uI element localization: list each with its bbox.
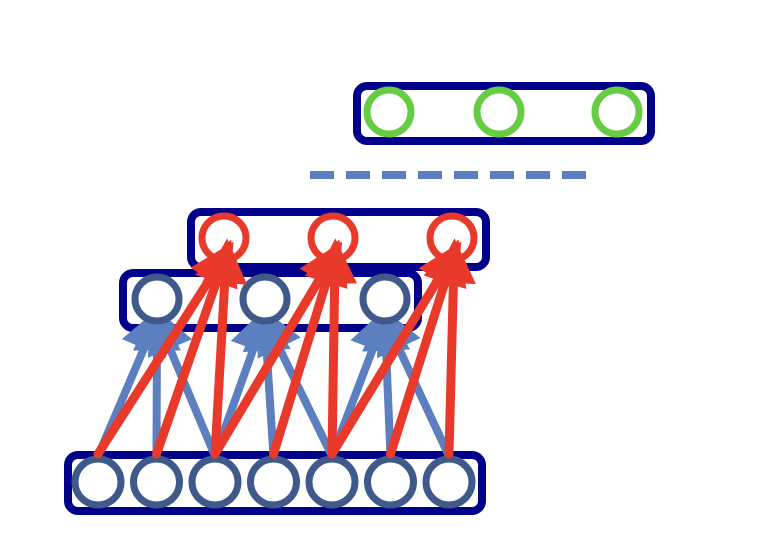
red-arrow-0-2 [202, 238, 248, 459]
red-arrow-1-2 [312, 238, 358, 459]
hidden-node-3 [359, 273, 411, 325]
input-node-1 [71, 455, 125, 509]
top-node-1 [363, 86, 415, 138]
red-arrow-1-1 [269, 239, 348, 459]
upper-node-2 [307, 212, 359, 264]
input-node-5 [305, 455, 359, 509]
red-arrow-0-1 [152, 239, 238, 459]
top-node-3 [591, 86, 643, 138]
upper-node-1 [198, 212, 250, 264]
upper-node-3 [426, 212, 478, 264]
blue-arrow-1-1 [242, 302, 291, 460]
red-arrow-2-1 [386, 239, 467, 459]
input-node-4 [247, 455, 300, 509]
red-arrow-2-2 [430, 238, 476, 459]
blue-arrow-0-1 [132, 302, 181, 460]
input-node-6 [364, 455, 417, 509]
red-arrows [93, 238, 476, 459]
input-node-7 [422, 455, 476, 509]
blue-arrow-2-1 [362, 302, 411, 460]
red-arrow-2-0 [327, 241, 462, 459]
red-arrow-1-0 [210, 241, 343, 459]
input-node-2 [130, 455, 183, 509]
hidden-node-1 [131, 273, 183, 325]
top-node-2 [473, 86, 525, 138]
hidden-node-2 [239, 273, 291, 325]
red-arrow-0-0 [93, 241, 234, 459]
input-node-3 [188, 455, 242, 509]
nodes [71, 86, 643, 509]
